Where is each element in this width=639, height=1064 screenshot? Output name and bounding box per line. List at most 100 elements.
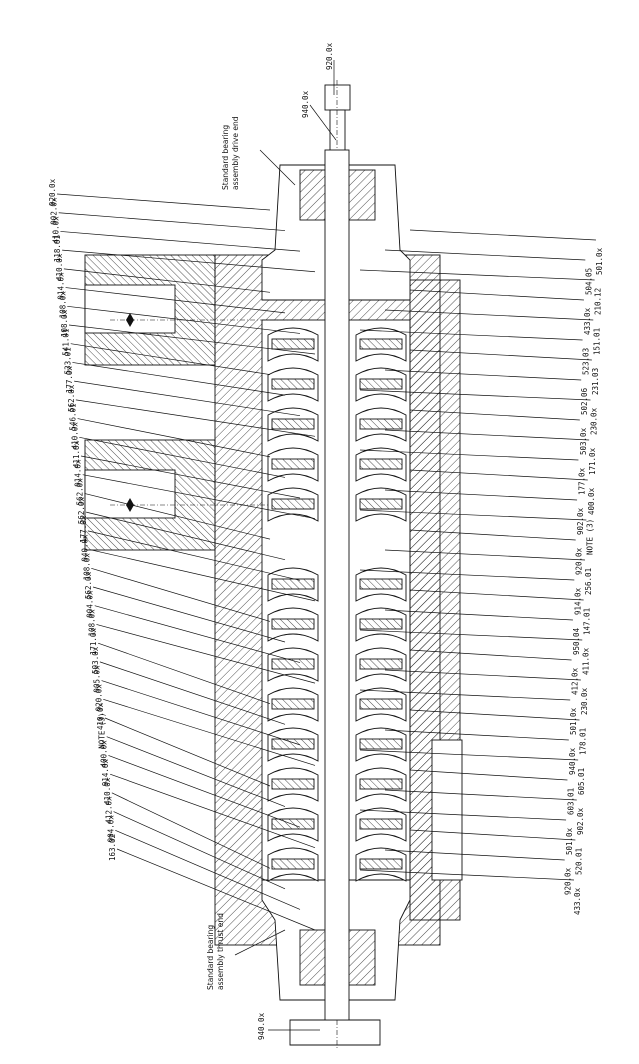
- right-leader-line: [409, 409, 580, 421]
- right-leader-line: [384, 249, 586, 261]
- left-leader-line: [116, 848, 316, 931]
- right-leader-line: [384, 789, 577, 801]
- support-lug: [431, 739, 463, 881]
- left-part-label: 562.0x: [84, 571, 93, 599]
- left-leader-line: [63, 268, 271, 293]
- right-part-label: NOTE (3): [585, 519, 594, 555]
- left-leader-line: [115, 829, 301, 910]
- right-leader-line: [359, 749, 579, 761]
- right-leader-line: [409, 649, 572, 661]
- left-part-label: 562.0x: [67, 384, 76, 412]
- left-part-label: 410.0x: [70, 422, 79, 450]
- right-leader-line: [384, 849, 565, 861]
- right-leader-line: [409, 469, 588, 481]
- diffuser-vane: [359, 418, 403, 430]
- right-leader-line: [384, 669, 581, 681]
- right-part-label: 920.0x: [575, 547, 584, 575]
- left-part-label: 108.0x: [58, 291, 67, 319]
- diffuser-vane: [359, 858, 403, 870]
- left-part-label: 108.0x: [60, 309, 69, 337]
- left-leader-line: [82, 474, 316, 519]
- right-part-label: 523.03: [582, 348, 591, 375]
- left-part-label: 412.0x: [105, 796, 114, 824]
- left-leader-line: [94, 605, 301, 663]
- right-leader-line: [409, 289, 584, 301]
- left-leader-line: [98, 642, 271, 705]
- right-part-labels: 501.0x504.05210.12433.0x151.01523.03231.…: [359, 229, 604, 915]
- left-leader-line: [91, 567, 271, 622]
- right-part-label: 920.0x: [564, 867, 573, 895]
- left-part-labels: 920.0x902.0x410.0x118.01410.0x914.0x108.…: [48, 178, 316, 931]
- left-part-label: 410.0x: [103, 777, 112, 805]
- pump-body: [84, 80, 463, 1050]
- diffuser-vane: [359, 458, 403, 470]
- left-leader-line: [104, 717, 271, 787]
- right-part-label: 210.12: [594, 288, 603, 315]
- left-part-label: 108.0x: [87, 609, 96, 637]
- right-leader-line: [384, 309, 594, 321]
- left-leader-line: [60, 231, 301, 252]
- diffuser-vane: [271, 778, 315, 790]
- drive-end-note-line1: Standard bearing: [221, 125, 230, 190]
- left-part-label: 163.02: [108, 834, 117, 861]
- left-leader-line: [74, 380, 301, 417]
- left-part-label: 410.0x: [51, 216, 60, 244]
- thrust-end-note-line2: assembly thrust end: [216, 913, 225, 990]
- right-leader-line: [409, 589, 584, 601]
- right-leader-line: [359, 569, 575, 581]
- left-leader-line: [111, 792, 271, 869]
- right-leader-line: [384, 549, 586, 561]
- right-leader-line: [409, 229, 597, 241]
- left-part-label: 118.01: [53, 235, 62, 262]
- diffuser-vane: [359, 338, 403, 350]
- top-label-1: 920.0x: [325, 42, 334, 70]
- right-leader-line: [409, 349, 592, 361]
- right-part-label: 914.0x: [573, 587, 582, 615]
- thrust-end-note: Standard bearing assembly thrust end: [206, 913, 286, 990]
- left-part-label: 108.0x: [82, 553, 91, 581]
- right-leader-line: [359, 629, 583, 641]
- right-leader-line: [359, 389, 591, 401]
- diffuser-vane: [359, 618, 403, 630]
- left-part-label: 562.0x: [75, 478, 84, 506]
- left-leader-line: [70, 343, 271, 375]
- right-part-label: 902.0x: [576, 807, 585, 835]
- right-part-label: 400.0x: [587, 487, 596, 515]
- left-leader-line: [62, 249, 316, 273]
- diffuser-vane: [271, 338, 315, 350]
- drive-end-note: Standard bearing assembly drive end: [221, 116, 296, 190]
- right-part-label: 503.0x: [579, 427, 588, 455]
- right-leader-line: [359, 329, 583, 341]
- right-part-label: 501.0x: [595, 247, 604, 275]
- left-part-label: 541.01: [62, 329, 71, 356]
- left-leader-line: [75, 399, 316, 437]
- right-part-label: 412.0x: [571, 667, 580, 695]
- left-leader-line: [92, 586, 286, 643]
- right-leader-line: [384, 729, 569, 741]
- left-leader-line: [110, 773, 316, 849]
- left-part-label: 410.0x: [96, 702, 105, 730]
- diffuser-vane: [359, 738, 403, 750]
- right-part-label: 256.01: [584, 568, 593, 595]
- left-part-label: 562.0x: [77, 497, 86, 525]
- diffuser-vane: [271, 378, 315, 390]
- left-leader-line: [56, 193, 271, 211]
- left-part-label: 177.0x: [79, 515, 88, 543]
- left-leader-line: [113, 811, 286, 890]
- left-leader-line: [87, 530, 301, 581]
- right-part-label: 502.06: [580, 387, 589, 415]
- diffuser-vane: [271, 578, 315, 590]
- right-part-label: 504.05: [584, 268, 593, 295]
- right-part-label: 231.03: [591, 368, 600, 395]
- left-part-label: 920.0x: [94, 684, 103, 712]
- right-leader-line: [409, 769, 568, 781]
- left-part-label: 411.0x: [72, 440, 81, 468]
- diffuser-vane: [359, 818, 403, 830]
- left-part-label: 533.01: [63, 347, 72, 374]
- shaft: [324, 149, 350, 1021]
- left-part-label: 904.0x: [106, 815, 115, 843]
- diffuser-vane: [271, 818, 315, 830]
- bottom-label-text: 940.0x: [257, 1012, 266, 1040]
- bottom-label: 940.0x: [257, 1012, 320, 1040]
